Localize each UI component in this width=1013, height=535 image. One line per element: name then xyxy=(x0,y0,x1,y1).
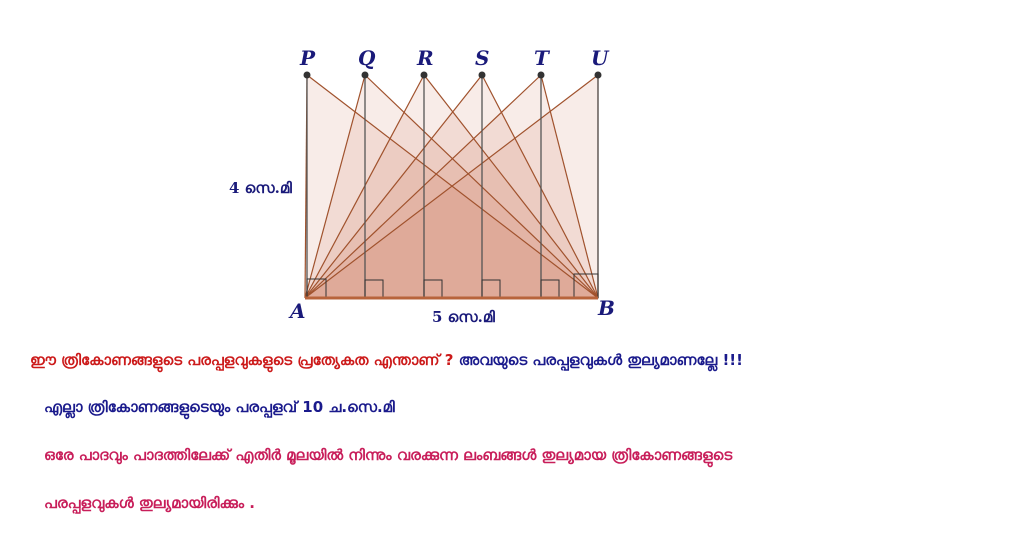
altitude-lines xyxy=(306,75,599,298)
question-text: ഈ ത്രികോണങ്ങളുടെ പരപ്പളവുകളുടെ പ്രത്യേകത… xyxy=(30,351,454,369)
edge-a-q xyxy=(304,74,366,299)
point-t xyxy=(537,71,545,79)
point-label-u: U xyxy=(591,46,610,70)
triangle-edges xyxy=(304,74,599,299)
triangles-diagram: P Q R S T U A B 4 സെ.മി 5 സെ.മി xyxy=(229,46,615,326)
point-label-q: Q xyxy=(358,46,376,70)
point-label-s: S xyxy=(475,46,489,70)
point-label-p: P xyxy=(299,46,316,70)
point-p xyxy=(303,71,311,79)
area-statement: എല്ലാ ത്രികോണങ്ങളുടെയും പരപ്പളവ് 10 ച.സെ… xyxy=(44,398,395,416)
question-line: ഈ ത്രികോണങ്ങളുടെ പരപ്പളവുകളുടെ പ്രത്യേകത… xyxy=(30,351,743,369)
edge-a-t xyxy=(304,74,542,299)
point-label-a: A xyxy=(288,299,306,323)
edge-b-t xyxy=(540,74,599,299)
point-u xyxy=(594,71,602,79)
point-s xyxy=(478,71,486,79)
point-r xyxy=(420,71,428,79)
vertex-points xyxy=(303,71,602,79)
point-label-t: T xyxy=(534,46,551,70)
edge-a-s xyxy=(304,74,483,299)
answer-text: അവയുടെ പരപ്പളവുകൾ തുല്യമാണല്ലേ !!! xyxy=(458,351,743,369)
property-statement-line1: ഒരേ പാദവും പാദത്തിലേക്ക് എതിർ മൂലയിൽ നിന… xyxy=(44,446,733,464)
vertex-labels: P Q R S T U xyxy=(299,46,610,70)
point-label-b: B xyxy=(597,296,615,320)
edge-a-u xyxy=(304,74,599,299)
point-q xyxy=(361,71,369,79)
base-length-label: 5 സെ.മി xyxy=(432,308,496,326)
property-statement-line2: പരപ്പളവുകൾ തുല്യമായിരിക്കും . xyxy=(44,494,255,512)
point-label-r: R xyxy=(416,46,434,70)
height-label: 4 സെ.മി xyxy=(229,179,293,197)
